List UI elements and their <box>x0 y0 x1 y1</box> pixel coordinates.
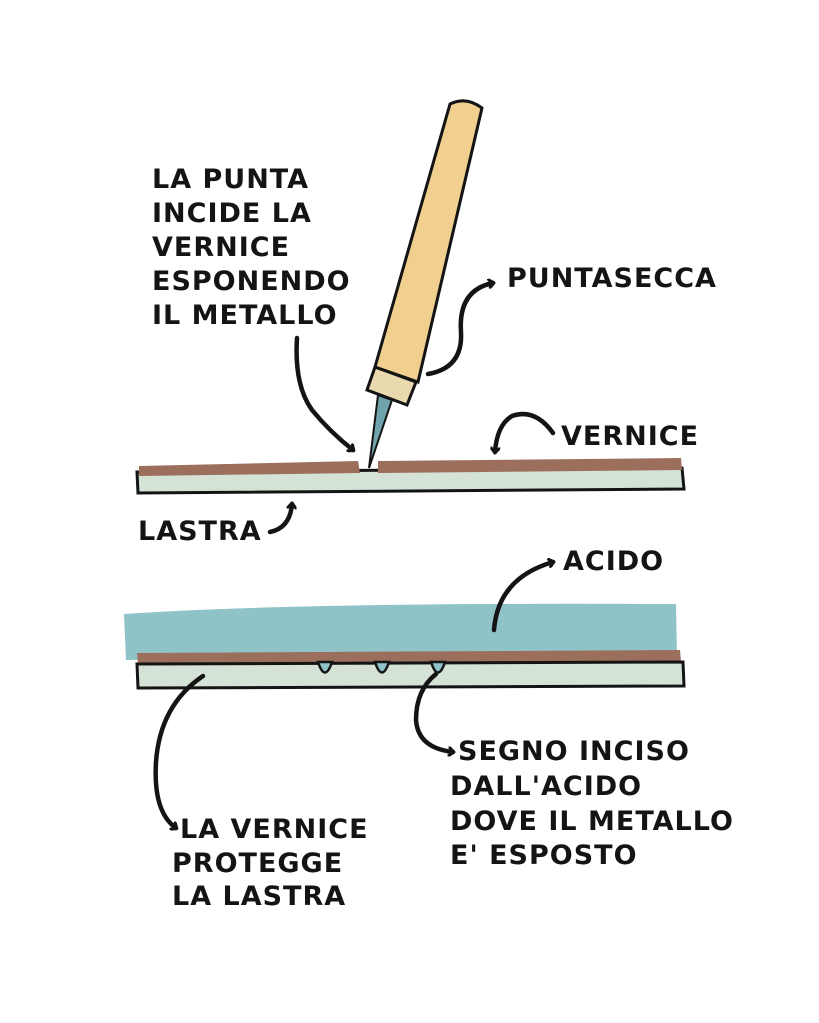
tool-handle <box>373 99 484 384</box>
arrow-acid <box>491 562 553 633</box>
label-etched: SEGNO INCISO DALL'ACIDO DOVE IL METALLO … <box>450 736 744 871</box>
top-plate-group <box>135 458 686 495</box>
label-tip: LA PUNTA INCIDE LA VERNICE ESPONENDO IL … <box>152 164 361 331</box>
label-varnish: VERNICE <box>561 421 699 452</box>
label-plate: LASTRA <box>138 516 262 547</box>
etched-groove-2 <box>373 660 391 674</box>
drypoint-tool <box>365 99 484 469</box>
etched-groove-3 <box>429 660 447 674</box>
bottom-plate-group <box>124 603 686 690</box>
acid-bath <box>124 603 677 660</box>
arrow-protect <box>153 673 206 828</box>
top-varnish-right <box>378 458 682 473</box>
arrow-plate <box>267 504 292 535</box>
arrow-tool <box>425 283 493 377</box>
top-varnish-left <box>139 461 360 476</box>
label-acid: ACIDO <box>563 546 664 577</box>
etched-groove-1 <box>316 660 334 674</box>
arrow-varnish <box>495 411 556 452</box>
label-protect: LA VERNICE PROTEGGE LA LASTRA <box>172 814 379 912</box>
label-tool: PUNTASECCA <box>507 263 717 294</box>
bottom-plate <box>135 660 686 690</box>
arrow-etched <box>413 671 453 752</box>
arrow-tip <box>294 335 353 450</box>
tool-needle <box>368 393 394 469</box>
